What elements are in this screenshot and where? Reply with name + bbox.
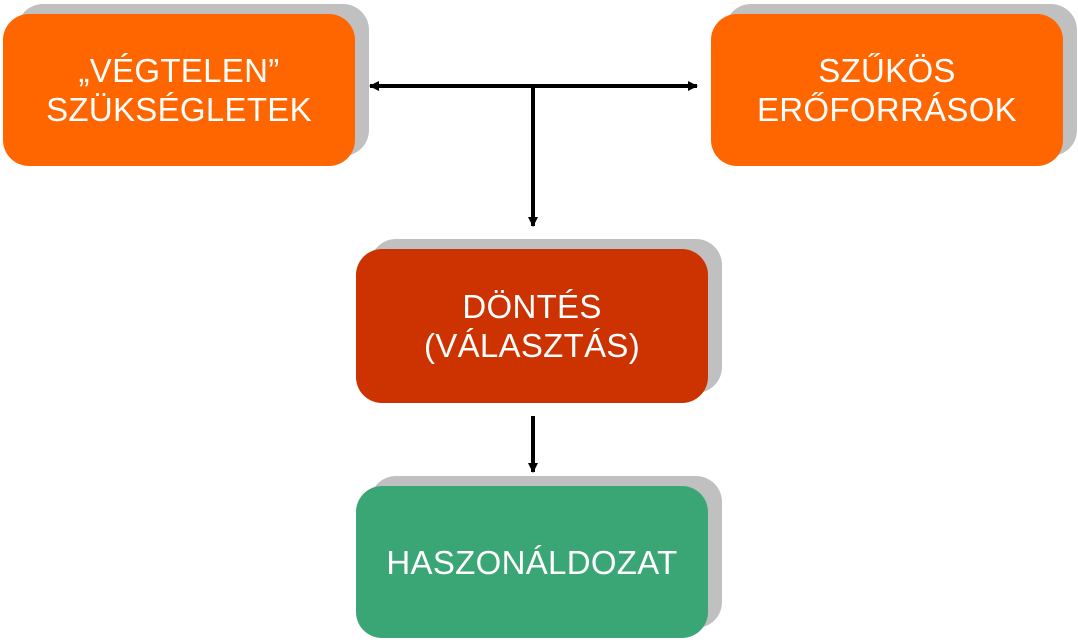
node-box: HASZONÁLDOZAT — [356, 486, 708, 638]
node-decision: DÖNTÉS (VÁLASZTÁS) — [356, 239, 722, 403]
node-box: „VÉGTELEN” SZÜKSÉGLETEK — [3, 14, 355, 166]
node-label-line: ERŐFORRÁSOK — [756, 91, 1017, 128]
node-label-line: SZŰKÖS — [818, 52, 956, 89]
node-label-line: (VÁLASZTÁS) — [423, 327, 640, 364]
node-label-line: „VÉGTELEN” — [78, 52, 280, 89]
node-label-line: SZÜKSÉGLETEK — [46, 91, 312, 128]
node-label-line: DÖNTÉS — [462, 288, 602, 325]
node-box: DÖNTÉS (VÁLASZTÁS) — [356, 249, 708, 403]
node-scarce-resources: SZŰKÖS ERŐFORRÁSOK — [711, 4, 1077, 166]
node-box: SZŰKÖS ERŐFORRÁSOK — [711, 14, 1063, 166]
node-opportunity-cost: HASZONÁLDOZAT — [356, 476, 722, 638]
node-label-line: HASZONÁLDOZAT — [386, 543, 678, 581]
node-infinite-needs: „VÉGTELEN” SZÜKSÉGLETEK — [3, 4, 369, 166]
